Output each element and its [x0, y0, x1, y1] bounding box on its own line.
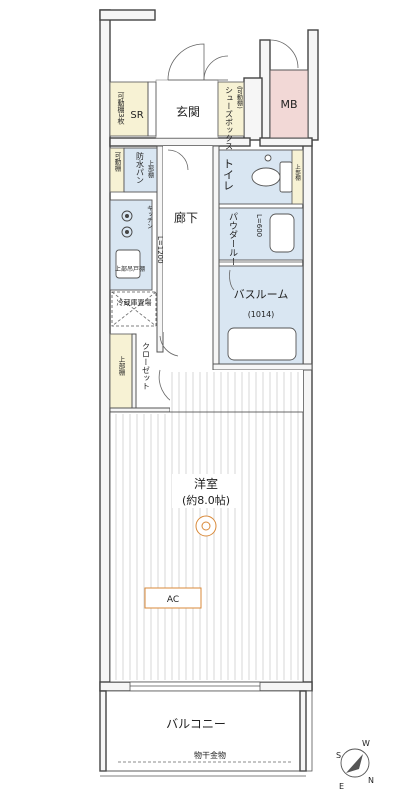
vanity-basin: [269, 213, 295, 253]
kitchen-label: キッチン: [146, 205, 153, 229]
ceiling-light-icon: [195, 515, 217, 537]
closet-front-wall: [131, 333, 137, 411]
sr-storage: [109, 81, 149, 137]
balcony-window: [129, 681, 261, 692]
compass-icon: S W E N: [336, 739, 374, 791]
fridge-cross-b: [111, 291, 157, 327]
bathtub: [227, 327, 297, 361]
western-room-label: 洋室: [194, 476, 218, 491]
sr-shelf-label: 可動棚3枚: [117, 92, 125, 126]
mb-label: MB: [280, 98, 297, 111]
stove-icon: [121, 210, 133, 238]
toilet-label: トイレ: [222, 158, 235, 191]
closet-label: クローゼット: [142, 342, 151, 390]
western-label-bg: [172, 474, 240, 508]
balcony-area: [99, 690, 313, 777]
wet-area-wall: [212, 145, 220, 369]
bath-size-label: (1014): [248, 310, 275, 319]
toilet-fan-icon: [264, 154, 272, 162]
compass-north: N: [368, 776, 374, 785]
closet-shelf-label: 上部棚: [117, 355, 125, 377]
western-room-size-label: (約8.0帖): [182, 493, 230, 507]
clothes-rack-label: 物干金物: [194, 750, 226, 760]
corridor-label: 廊下: [174, 210, 198, 225]
powder-room-label: パウダールーム: [227, 212, 238, 275]
compass-east: E: [339, 782, 344, 791]
washer-pan-label: 防水パン: [136, 151, 145, 184]
ac-unit: AC: [144, 587, 202, 609]
entrance-label: 玄関: [176, 104, 200, 119]
ac-label: AC: [167, 595, 179, 605]
toilet-upper-shelf-label: 上部棚: [294, 163, 301, 182]
closet-door: [159, 335, 179, 357]
washer-pan: [123, 147, 158, 193]
mb-area: [269, 69, 309, 139]
kitchen-width-label: L=1200: [156, 236, 164, 264]
toilet-upper-shelf: [291, 149, 304, 205]
shoe-box-sub-label: (可動棚): [236, 86, 243, 109]
washer-upper-shelf-label: 上部棚: [147, 159, 154, 179]
corridor-door: [167, 149, 189, 171]
mb-door: [269, 39, 299, 69]
vanity-width-label: L=600: [255, 214, 263, 237]
movable-shelf-label: 可動棚: [113, 152, 121, 173]
bath-door: [229, 269, 235, 291]
balcony-label: バルコニー: [166, 717, 226, 731]
compass-south: S: [336, 751, 341, 760]
sr-door-frame: [147, 81, 157, 137]
fridge-label: 冷蔵庫置場: [117, 298, 152, 307]
bath-bottom-wall: [212, 363, 313, 371]
upper-cabinet-label: 上部吊戸棚: [115, 265, 145, 273]
corridor-floor: [163, 146, 213, 332]
shoe-box: [217, 81, 245, 137]
sr-label: SR: [130, 110, 143, 121]
closet-bottom-wall: [109, 407, 171, 413]
shoe-box-label: シューズボックス: [225, 86, 234, 150]
compass-west: W: [362, 739, 370, 748]
kitchen-sink: [115, 249, 141, 279]
toilet-icon: [251, 161, 293, 193]
bath-label: バスルーム: [234, 288, 289, 301]
entrance-door: [167, 43, 229, 81]
